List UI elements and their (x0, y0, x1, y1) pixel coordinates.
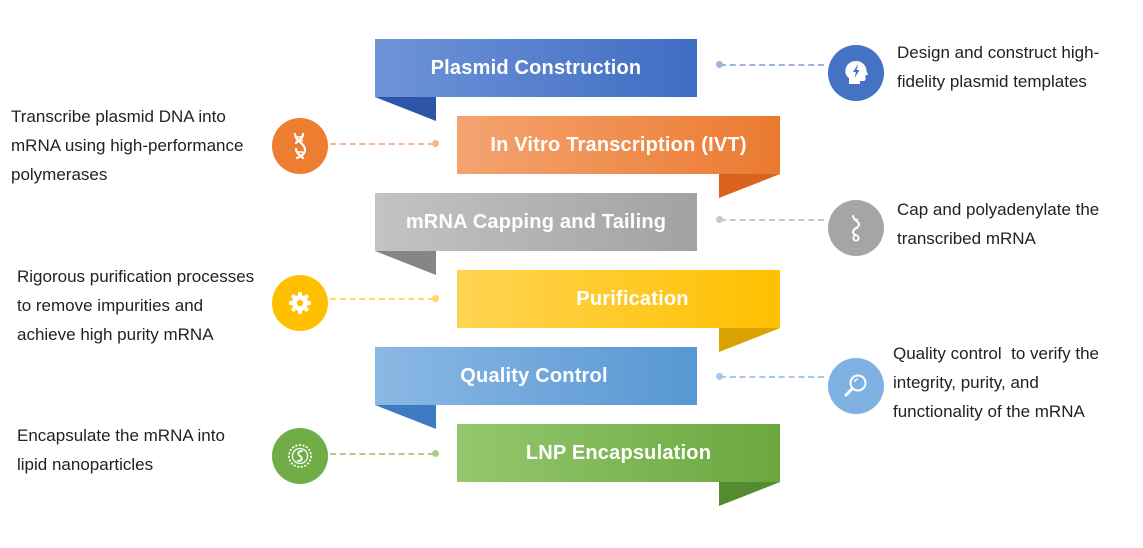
step-banner-purification: Purification (457, 270, 780, 328)
step-description: Rigorous purification processes to remov… (17, 267, 255, 344)
step-description: Encapsulate the mRNA into lipid nanopart… (17, 426, 225, 474)
step-title: Quality Control (460, 364, 608, 387)
banner-fold (719, 482, 780, 506)
step-banner-in-vitro-transcription: In Vitro Transcription (IVT) (457, 116, 780, 174)
step-title: In Vitro Transcription (IVT) (490, 133, 747, 156)
connector-line (330, 453, 434, 455)
banner-fold (719, 328, 780, 352)
step-banner-plasmid-construction: Plasmid Construction (375, 39, 697, 97)
step-description: Cap and polyadenylate the transcribed mR… (897, 200, 1100, 248)
connector-line (720, 219, 824, 221)
connector-dot (432, 140, 439, 147)
banner-fold (719, 174, 780, 198)
connector-dot (432, 295, 439, 302)
connector-line (330, 298, 434, 300)
gear-icon (289, 292, 311, 314)
magnifier-icon (844, 374, 867, 397)
step-title: Purification (576, 287, 689, 310)
connector-dot (716, 373, 723, 380)
nanoparticle-icon (288, 444, 312, 468)
lightbulb-head-icon (845, 61, 868, 84)
connector-line (330, 143, 434, 145)
step-description: Transcribe plasmid DNA into mRNA using h… (11, 107, 244, 184)
connector-line (720, 376, 824, 378)
connector-line (720, 64, 824, 66)
step-icon-circle (828, 45, 884, 101)
step-icon-circle (272, 275, 328, 331)
connector-dot (716, 216, 723, 223)
step-description: Design and construct high- fidelity plas… (897, 43, 1100, 91)
step-icon-circle (828, 358, 884, 414)
connector-dot (432, 450, 439, 457)
banner-fold (375, 97, 436, 121)
step-title: LNP Encapsulation (525, 441, 712, 464)
step-icon-circle (272, 428, 328, 484)
banner-fold (375, 405, 436, 429)
connector-dot (716, 61, 723, 68)
banner-fold (375, 251, 436, 275)
step-banner-quality-control: Quality Control (375, 347, 697, 405)
step-title: Plasmid Construction (430, 56, 642, 79)
dna-helix-icon (293, 132, 307, 160)
step-description: Quality control to verify the integrity,… (893, 344, 1099, 421)
step-title: mRNA Capping and Tailing (405, 210, 667, 233)
step-banner-mrna-capping-tailing: mRNA Capping and Tailing (375, 193, 697, 251)
rna-strand-icon (851, 215, 861, 242)
step-banner-lnp-encapsulation: LNP Encapsulation (457, 424, 780, 482)
step-icon-circle (272, 118, 328, 174)
step-icon-circle (828, 200, 884, 256)
